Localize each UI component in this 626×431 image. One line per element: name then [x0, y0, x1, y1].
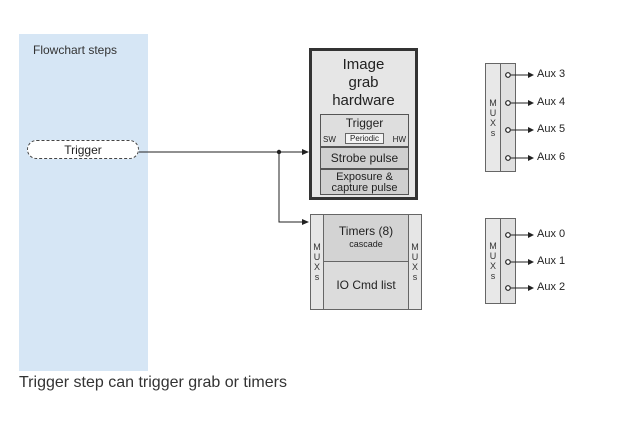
mux-letter: U	[313, 252, 321, 262]
aux6-port	[505, 155, 534, 161]
mux-letter: X	[313, 262, 320, 272]
timers-mux-right: M U X s	[408, 215, 421, 309]
mux-letter: U	[489, 251, 497, 261]
image-grab-hardware: Image grab hardware Trigger SW Periodic …	[309, 48, 418, 200]
trigger-cell: Trigger SW Periodic HW	[320, 114, 409, 147]
mux-bottom: M U X s	[485, 218, 516, 304]
io-cmd-label: IO Cmd list	[336, 278, 396, 292]
mux-top-letters: M U X s	[486, 64, 501, 171]
aux0-port	[505, 232, 534, 238]
mux-bottom-letters: M U X s	[486, 219, 501, 303]
aux2-label: Aux 2	[537, 281, 566, 293]
mux-top-outputs	[505, 72, 534, 161]
trigger-step-label: Trigger	[64, 142, 102, 157]
mux-letter: s	[490, 271, 496, 281]
mux-letter: M	[411, 242, 419, 252]
periodic-label: Periodic	[345, 133, 384, 144]
aux3-port	[505, 72, 534, 78]
hw-label: HW	[392, 135, 406, 144]
lane-title: Flowchart steps	[33, 43, 118, 57]
mux-letter: M	[489, 241, 497, 251]
mux-letter: U	[411, 252, 419, 262]
mux-letter: M	[313, 242, 321, 252]
mux-letter: M	[489, 97, 497, 108]
aux5-label: Aux 5	[537, 123, 566, 135]
strobe-label: Strobe pulse	[330, 151, 399, 165]
aux6-label: Aux 6	[537, 151, 566, 163]
trigger-label: Trigger	[345, 116, 384, 130]
mux-bottom-outputs	[505, 232, 534, 291]
exposure-cell: Exposure & capture pulse	[320, 169, 409, 195]
mux-top: M U X s	[485, 63, 516, 172]
timers-cell: Timers (8) cascade	[324, 215, 408, 262]
mux-letter: X	[489, 117, 496, 128]
aux0-label: Aux 0	[537, 228, 566, 240]
cascade-label: cascade	[349, 239, 383, 249]
aux3-label: Aux 3	[537, 68, 566, 80]
sw-label: SW	[323, 135, 336, 144]
grab-title: Image grab hardware	[312, 56, 415, 110]
exposure-line: capture pulse	[331, 182, 398, 194]
grab-title-line: grab	[348, 74, 379, 91]
exposure-line: Exposure &	[336, 171, 393, 183]
grab-title-line: Image	[342, 56, 385, 73]
aux4-port	[505, 100, 534, 106]
grab-title-line: hardware	[332, 92, 395, 109]
flowchart-steps-lane	[19, 34, 148, 371]
diagram-caption: Trigger step can trigger grab or timers	[19, 374, 287, 391]
timers-block: M U X s Timers (8) cascade IO Cmd list M…	[310, 214, 422, 310]
io-cmd-list-cell: IO Cmd list	[324, 262, 408, 309]
trigger-to-timers-line	[278, 152, 309, 225]
timers-label: Timers (8)	[338, 224, 394, 238]
mux-letter: U	[489, 107, 497, 118]
mux-letter: X	[489, 261, 496, 271]
strobe-pulse-cell: Strobe pulse	[320, 147, 409, 169]
aux1-label: Aux 1	[537, 255, 566, 267]
aux5-port	[505, 127, 534, 133]
trigger-step[interactable]: Trigger	[27, 140, 139, 159]
mux-letter: s	[490, 127, 496, 138]
mux-letter: s	[314, 272, 320, 282]
mux-letter: X	[411, 262, 418, 272]
aux2-port	[505, 285, 534, 291]
aux4-label: Aux 4	[537, 96, 566, 108]
aux1-port	[505, 259, 534, 265]
timers-mux-left: M U X s	[311, 215, 324, 309]
mux-letter: s	[412, 272, 418, 282]
